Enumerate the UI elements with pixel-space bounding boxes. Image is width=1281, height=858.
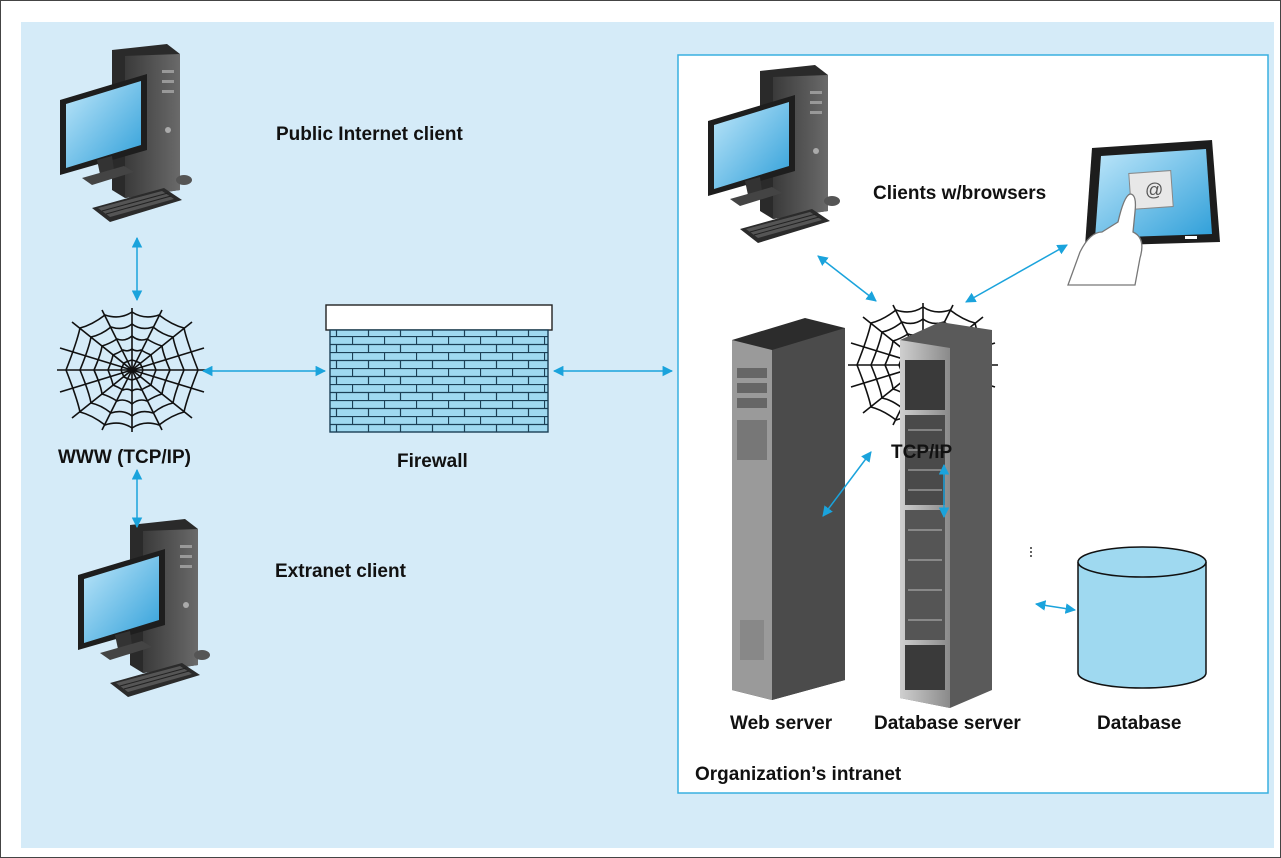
database-cylinder-icon — [1077, 546, 1207, 689]
clients-browsers-label: Clients w/browsers — [873, 183, 1047, 204]
www-label: WWW (TCP/IP) — [58, 447, 191, 468]
database-server-icon — [900, 322, 992, 708]
extranet-client-label: Extranet client — [275, 561, 406, 582]
arrow-client-tcpip — [817, 255, 877, 302]
firewall-label: Firewall — [397, 451, 468, 472]
intranet-label: Organization’s intranet — [695, 764, 902, 785]
arrow-dbserver-database — [1034, 600, 1077, 614]
web-server-label: Web server — [730, 713, 833, 734]
connection-arrows — [131, 236, 1077, 614]
arrow-tablet-tcpip — [965, 244, 1068, 303]
tcpip-label: TCP/IP — [891, 442, 953, 463]
tablet-icon: @ — [1067, 140, 1220, 286]
database-server-label: Database server — [874, 713, 1021, 734]
database-label: Database — [1097, 713, 1182, 734]
web-server-icon — [732, 318, 845, 700]
public-client-label: Public Internet client — [276, 124, 463, 145]
tablet-email-glyph: @ — [1145, 180, 1163, 200]
arrow-tcpip-webserver — [822, 451, 872, 517]
ellipsis-dots — [1030, 547, 1032, 557]
firewall-icon — [325, 304, 553, 433]
